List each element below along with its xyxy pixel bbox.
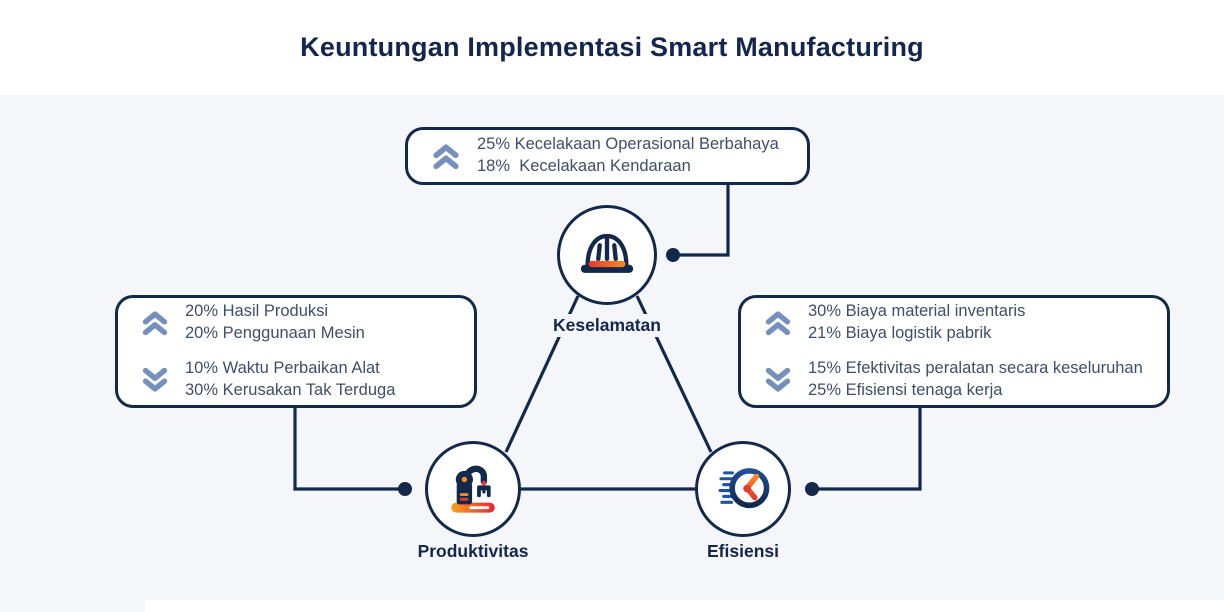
connector-safety-callout	[678, 185, 730, 257]
stat-line: 30% Biaya material inventaris	[808, 302, 1026, 321]
stat-group-up: 30% Biaya material inventaris 21% Biaya …	[763, 301, 1157, 345]
connector-dot-efficiency	[805, 482, 819, 496]
header-band: Keuntungan Implementasi Smart Manufactur…	[0, 0, 1224, 95]
speed-clock-icon	[718, 468, 770, 509]
callout-productivity: 20% Hasil Produksi 20% Penggunaan Mesin …	[115, 295, 477, 408]
node-label-efficiency: Efisiensi	[700, 540, 786, 563]
stat-line: 25% Efisiensi tenaga kerja	[808, 380, 1003, 399]
page-title: Keuntungan Implementasi Smart Manufactur…	[300, 32, 924, 62]
node-safety	[557, 205, 657, 305]
stat-line: 25% Kecelakaan Operasional Berbahaya	[477, 135, 779, 154]
chevron-double-down-icon	[765, 367, 791, 392]
stat-line: 10% Waktu Perbaikan Alat	[185, 359, 380, 377]
stat-group-up: 20% Hasil Produksi 20% Penggunaan Mesin	[140, 301, 464, 345]
stat-line: 15% Efektivitas peralatan secara keselur…	[808, 359, 1143, 377]
chevron-double-up-icon	[765, 311, 791, 336]
stat-line: 18% Kecelakaan Kendaraan	[477, 157, 691, 175]
node-productivity	[425, 441, 521, 537]
callout-efficiency: 30% Biaya material inventaris 21% Biaya …	[738, 295, 1170, 408]
callout-safety: 25% Kecelakaan Operasional Berbahaya 18%…	[405, 127, 810, 185]
stat-line: 21% Biaya logistik pabrik	[808, 324, 992, 343]
stat-group-down: 10% Waktu Perbaikan Alat 30% Kerusakan T…	[140, 358, 464, 402]
stat-group-down: 15% Efektivitas peralatan secara keselur…	[763, 358, 1157, 402]
connector-dot-productivity	[398, 482, 412, 496]
connector-dot-safety	[666, 248, 680, 262]
node-label-safety: Keselamatan	[546, 314, 668, 337]
hard-hat-icon	[580, 233, 634, 273]
connector-efficiency-callout	[814, 407, 922, 491]
chevron-double-up-icon	[433, 143, 459, 169]
node-label-productivity: Produktivitas	[410, 540, 536, 563]
stat-group-up: 25% Kecelakaan Operasional Berbahaya 18%…	[430, 134, 797, 178]
stat-line: 20% Hasil Produksi	[185, 302, 329, 321]
chevron-double-down-icon	[142, 367, 168, 392]
chevron-double-up-icon	[142, 311, 168, 336]
bottom-strip	[145, 600, 1224, 612]
connector-productivity-callout	[293, 407, 408, 491]
stat-line: 30% Kerusakan Tak Terduga	[185, 380, 396, 399]
node-efficiency	[695, 441, 791, 537]
stat-line: 20% Penggunaan Mesin	[185, 324, 365, 343]
robot-arm-icon	[451, 465, 495, 513]
